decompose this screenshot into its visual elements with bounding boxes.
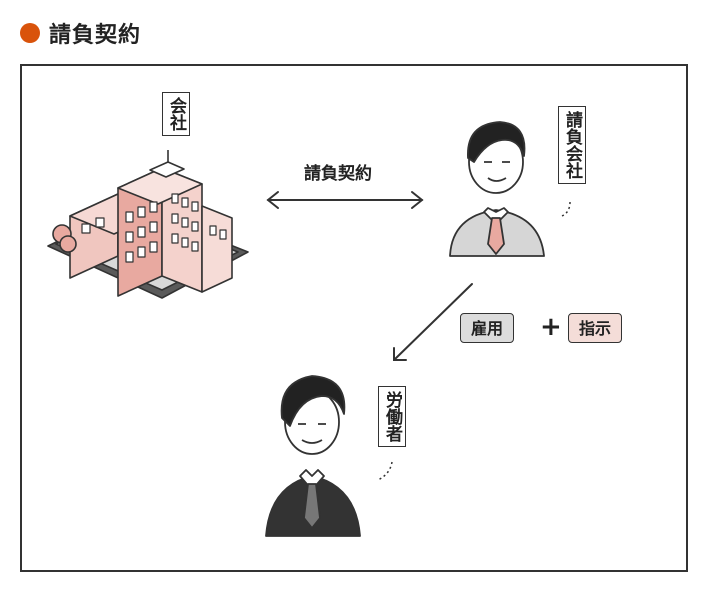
contract-double-arrow-icon xyxy=(266,191,424,209)
contractor-sign: 請負会社 xyxy=(558,106,586,184)
sign-tail xyxy=(377,461,393,481)
bullet-dot-icon xyxy=(20,23,40,43)
diagram-frame: 会社 請負会社 労働者 請負契約 雇用 + 指示 xyxy=(20,64,688,572)
worker-person-icon xyxy=(265,375,361,537)
section-title: 請負契約 xyxy=(49,23,142,48)
sign-tail xyxy=(561,201,571,217)
contractor-person-icon xyxy=(449,121,545,257)
direction-tag: 指示 xyxy=(568,313,623,343)
contract-label: 請負契約 xyxy=(304,164,372,184)
plus-sign: + xyxy=(540,312,562,342)
company-sign: 会社 xyxy=(162,92,190,136)
section-header: 請負契約 xyxy=(20,16,141,50)
employment-tag: 雇用 xyxy=(460,313,515,343)
company-building-icon xyxy=(47,161,249,299)
worker-sign: 労働者 xyxy=(378,386,406,447)
diagram-illustration xyxy=(47,121,571,537)
employment-arrow-icon xyxy=(393,283,473,361)
